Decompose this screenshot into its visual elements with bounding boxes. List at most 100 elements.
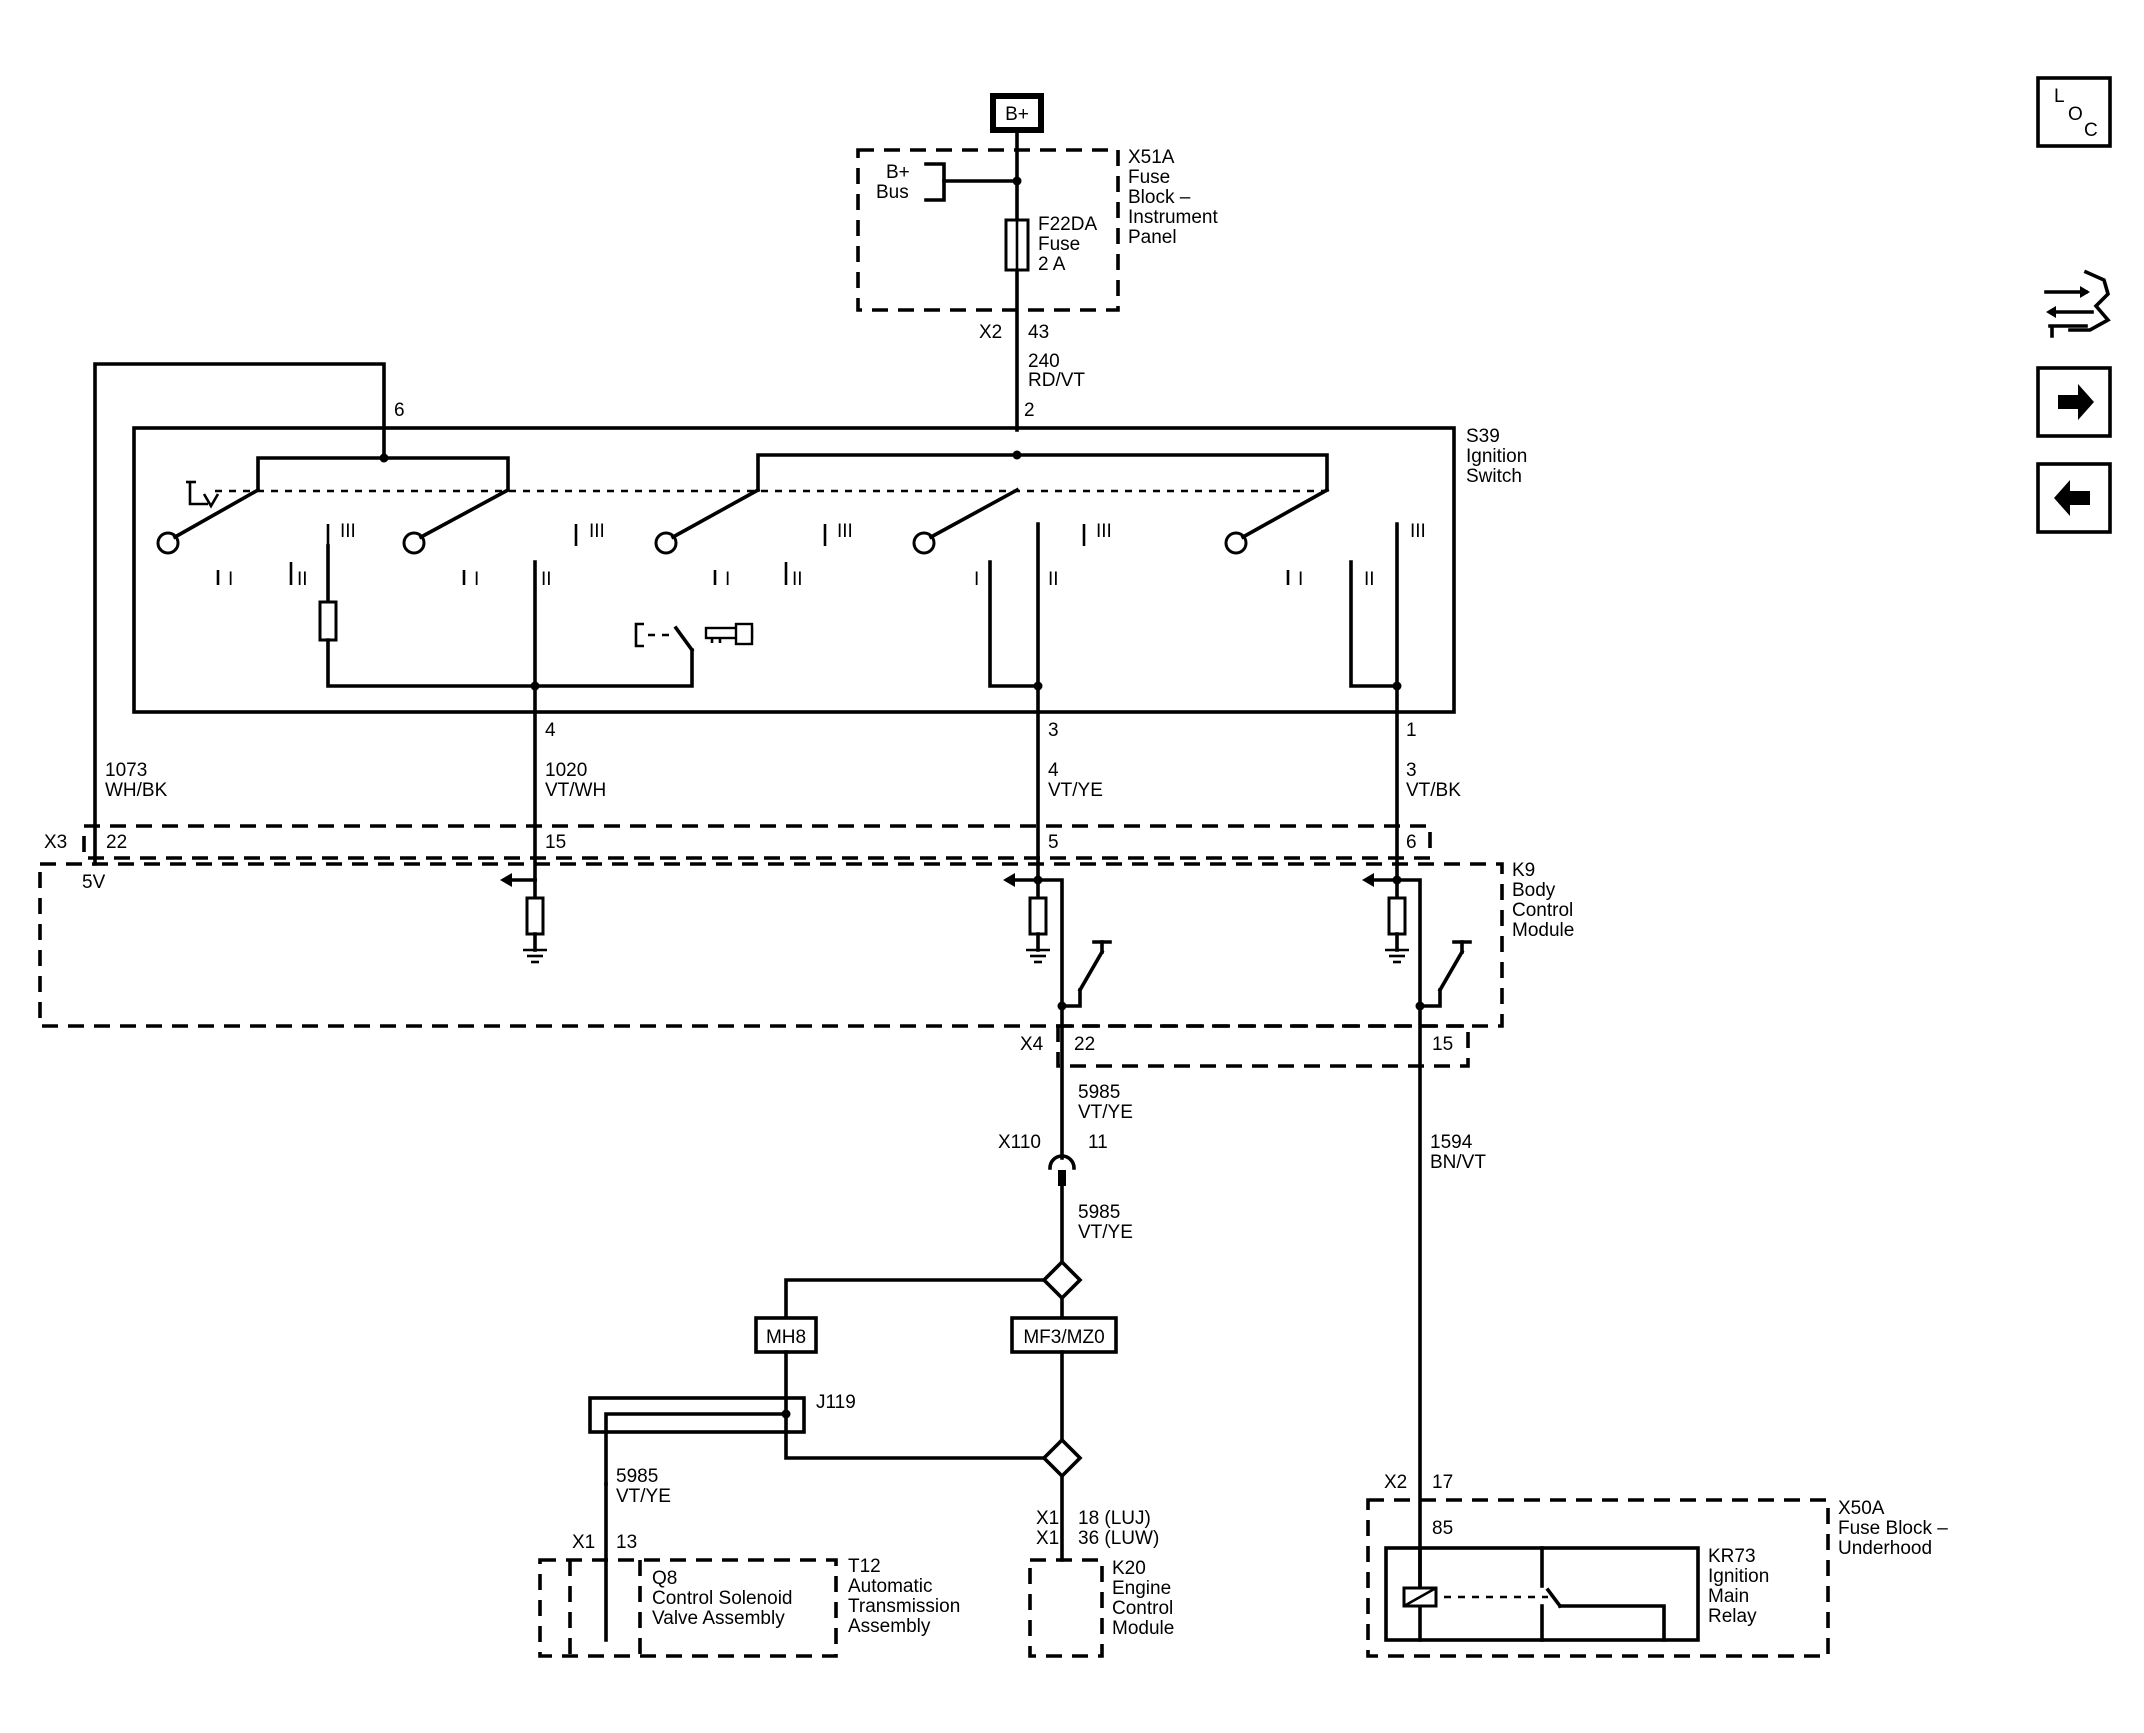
bcm-id: K9	[1512, 860, 1535, 881]
trans-pin: 13	[616, 1532, 637, 1553]
loc-letter-c: C	[2084, 120, 2098, 141]
wire-vtye-circuit: 4	[1048, 760, 1059, 781]
pos-label: II	[297, 569, 308, 590]
fuse-label-1: F22DA	[1038, 214, 1097, 235]
pos-label: II	[541, 569, 552, 590]
fuse-block-uh-id: X50A	[1838, 1498, 1885, 1519]
switch-pole-3	[654, 487, 761, 555]
fuse-label-2: Fuse	[1038, 234, 1080, 255]
fuse-label-3: 2 A	[1038, 254, 1066, 275]
component-locator-button[interactable]: L O C	[2036, 76, 2112, 148]
ecm-outline	[1028, 1558, 1104, 1658]
option-mf3-box	[1010, 1316, 1118, 1354]
ecm-conn-2: X1	[1036, 1528, 1059, 1549]
x2-top-conn: X2	[979, 322, 1002, 343]
wire-1020-circuit: 1020	[545, 760, 587, 781]
switch-pole-4	[912, 487, 1020, 555]
pin-3: 3	[1048, 720, 1059, 741]
bcm-name-1: Body	[1512, 880, 1556, 901]
x3-pin-15: 15	[545, 832, 566, 853]
fuse-block-uh-outline	[1366, 1498, 1830, 1658]
switch-resistor-icon	[318, 600, 338, 642]
relay-id: KR73	[1708, 1546, 1756, 1567]
x3-connector-outline	[82, 824, 1432, 860]
wire-1594-color: BN/VT	[1430, 1152, 1486, 1173]
wire-1020-color: VT/WH	[545, 780, 606, 801]
wire-5985c-circuit: 5985	[616, 1466, 658, 1487]
x2-top-pin: 43	[1028, 322, 1049, 343]
x110-conn: X110	[998, 1132, 1041, 1153]
x2-bottom-conn: X2	[1384, 1472, 1407, 1493]
x3-pin-22: 22	[106, 832, 127, 853]
wire-6-pin: 6	[394, 400, 405, 421]
pos-label: II	[1048, 569, 1059, 590]
pos-label: II	[1364, 569, 1375, 590]
b-plus-bus: B+ Bus	[876, 162, 1022, 203]
j119-label: J119	[816, 1392, 856, 1413]
wire-240-circuit: 240	[1028, 351, 1060, 372]
j119-splice-pack	[588, 1396, 806, 1434]
fuse-block-uh-name-2: Underhood	[1838, 1538, 1932, 1559]
fuse-block-ip-outline	[856, 148, 1120, 312]
pos-label: III	[1410, 521, 1426, 542]
b-plus-terminal: B+	[990, 93, 1044, 133]
ecm-id: K20	[1112, 1558, 1146, 1579]
wire-1073-color: WH/BK	[105, 780, 168, 801]
bcm-input-3	[1362, 873, 1472, 1011]
ground-icon	[1385, 948, 1409, 964]
fuse-block-ip-name-2: Block –	[1128, 187, 1191, 208]
arrow-right-icon[interactable]	[2036, 366, 2112, 438]
ecm-name-1: Engine	[1112, 1578, 1171, 1599]
wire-1073-circuit: 1073	[105, 760, 147, 781]
wire-5985c-color: VT/YE	[616, 1486, 671, 1507]
pos-label: III	[837, 521, 853, 542]
relay-icon	[1384, 1546, 1700, 1642]
relay-pin-85: 85	[1432, 1518, 1453, 1539]
wire-5985a-color: VT/YE	[1078, 1102, 1133, 1123]
bcm-name-2: Control	[1512, 900, 1573, 921]
bcm-input-1	[500, 873, 547, 964]
t12-name-3: Assembly	[848, 1616, 931, 1637]
switch-contact-stubs	[216, 524, 1399, 585]
x3-pin-5: 5	[1048, 832, 1059, 853]
q8-name-1: Control Solenoid	[652, 1588, 792, 1609]
arrow-left-icon[interactable]	[2036, 462, 2112, 534]
x110-pin: 11	[1088, 1132, 1108, 1153]
pos-label: III	[1096, 521, 1112, 542]
key-switch-icon	[634, 622, 754, 653]
ground-icon	[523, 948, 547, 964]
bcm-output-switch-icon	[1418, 940, 1472, 1008]
trans-conn: X1	[572, 1532, 595, 1553]
pin-1: 1	[1406, 720, 1417, 741]
q8-id: Q8	[652, 1568, 677, 1589]
t12-name-2: Transmission	[848, 1596, 960, 1617]
switch-pole-5	[1224, 487, 1330, 555]
splice-diamond-bottom	[1041, 1437, 1083, 1479]
ignition-switch-name-2: Switch	[1466, 466, 1522, 487]
t12-id: T12	[848, 1556, 881, 1577]
bus-label-2: Bus	[876, 182, 909, 203]
ecm-pin-1: 18 (LUJ)	[1078, 1508, 1151, 1529]
switch-position-icon	[186, 480, 220, 509]
splice-diamond-top	[1041, 1259, 1083, 1301]
key-icon	[704, 622, 754, 646]
ignition-switch-name-1: Ignition	[1466, 446, 1527, 467]
connector-icon[interactable]	[2044, 269, 2111, 338]
relay-name-2: Main	[1708, 1586, 1749, 1607]
b-plus-label: B+	[1005, 104, 1029, 125]
wire-vtbk-color: VT/BK	[1406, 780, 1461, 801]
ignition-switch-id: S39	[1466, 426, 1500, 447]
fuse-icon	[1004, 218, 1030, 272]
pos-label: I	[228, 569, 233, 590]
pos-label: III	[589, 521, 605, 542]
relay-name-3: Relay	[1708, 1606, 1757, 1627]
wire-240-color: RD/VT	[1028, 370, 1085, 391]
ecm-name-2: Control	[1112, 1598, 1173, 1619]
wire-vtye-color: VT/YE	[1048, 780, 1103, 801]
x4-connector-outline	[1056, 1024, 1470, 1068]
fuse-block-ip-id: X51A	[1128, 147, 1175, 168]
ignition-switch-outline	[132, 426, 1456, 714]
fuse-block-ip-name-3: Instrument	[1128, 207, 1218, 228]
ecm-conn-1: X1	[1036, 1508, 1059, 1529]
loc-letter-l: L	[2054, 86, 2065, 107]
